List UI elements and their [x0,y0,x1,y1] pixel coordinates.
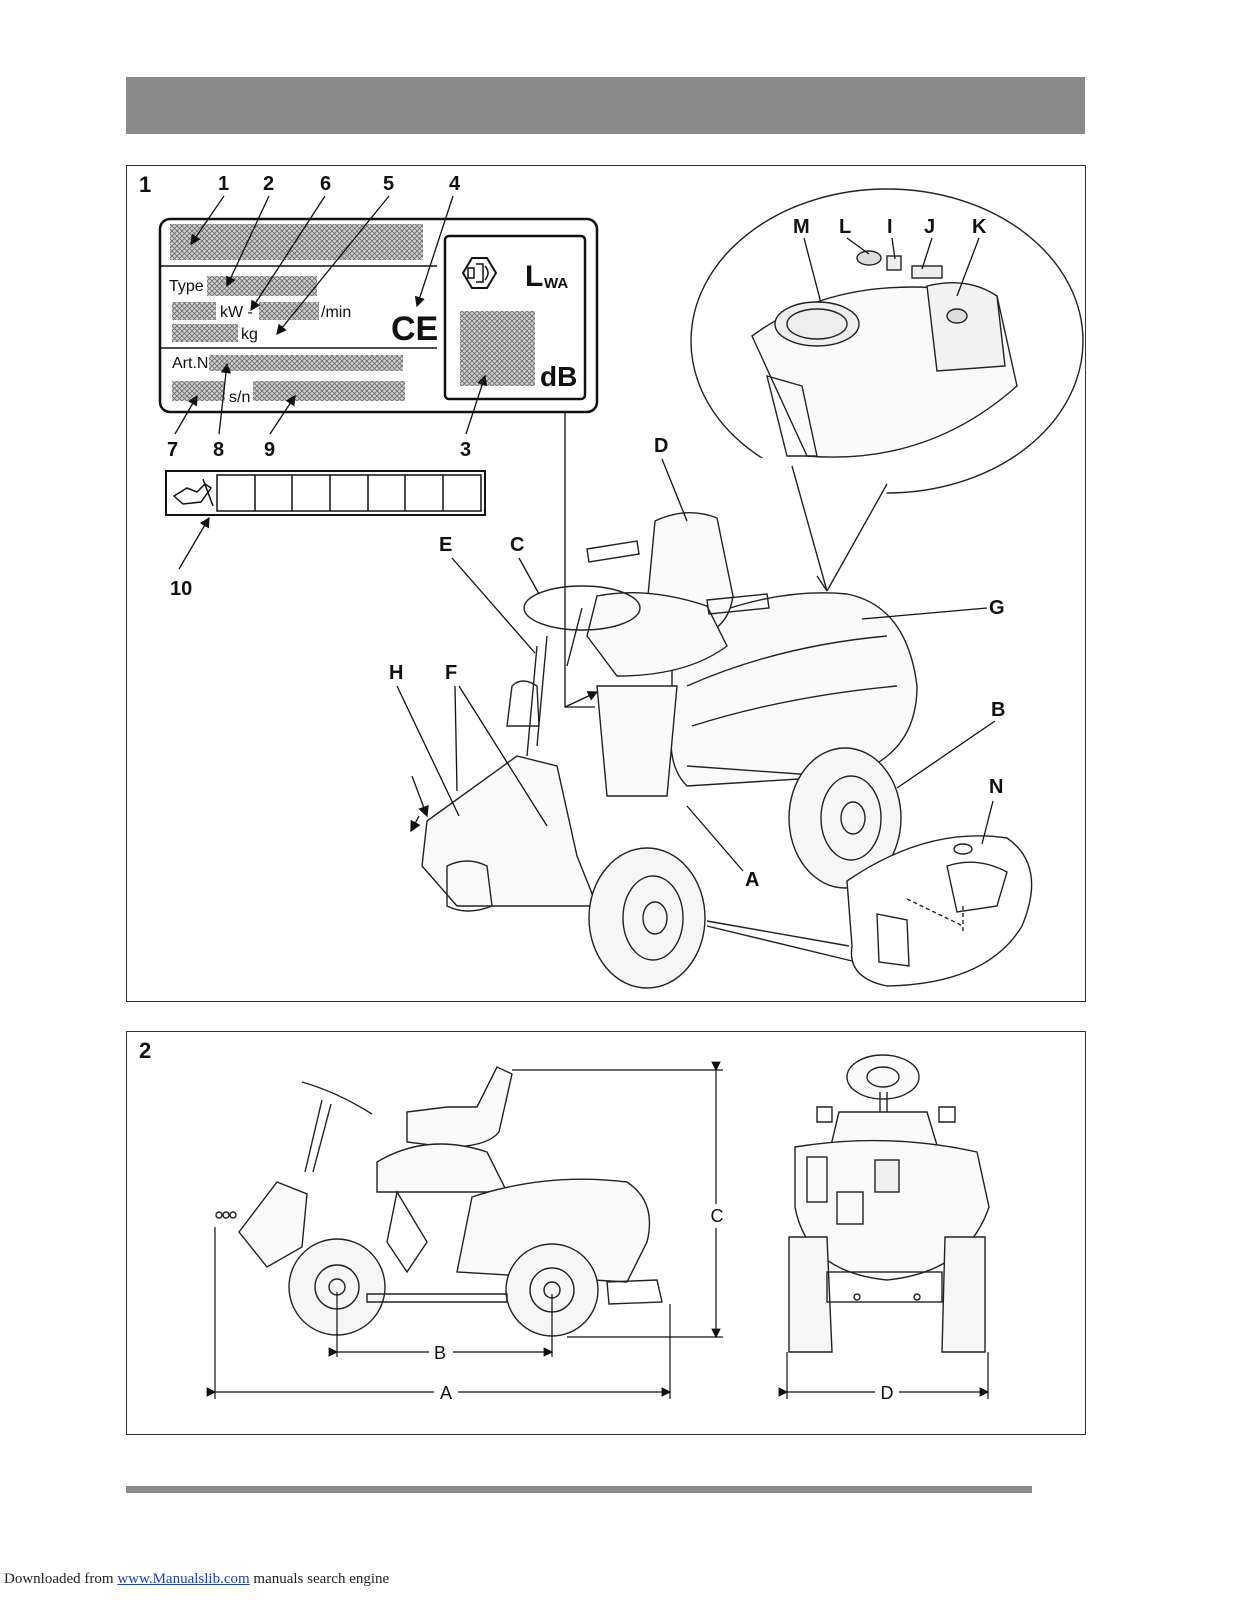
callout-3: 3 [460,439,471,461]
figure-1-illustration: Type kW - /min kg CE Art.N. s/n L WA [158,173,1084,989]
callout-M: M [793,216,810,238]
callout-B: B [991,699,1005,721]
callout-5: 5 [383,173,394,195]
engine-callout-leaders [803,237,980,304]
hitch-detail-callout [706,835,1033,987]
kw-label: kW - [220,304,253,321]
dim-D-label: D [881,1383,894,1403]
serial-record-strip [165,470,486,516]
callout-N: N [989,776,1003,798]
sound-power-icon [461,257,498,289]
callout-7: 7 [167,439,178,461]
dim-B-label: B [434,1343,446,1363]
callout-4: 4 [449,173,461,195]
figure-2-panel: 2 [126,1031,1086,1435]
noise-level-box: L WA dB [443,234,587,401]
download-footer: Downloaded from www.Manualslib.com manua… [4,1571,389,1588]
front-view-illustration [788,1054,990,1353]
plate-callouts: 1 2 6 5 4 7 8 9 3 10 [167,173,488,600]
art-n-label: Art.N. [172,355,213,372]
sn-label: s/n [229,389,250,406]
callout-9: 9 [264,439,275,461]
callout-A: A [745,869,759,891]
manualslib-link[interactable]: www.Manualslib.com [117,1571,250,1587]
kg-label: kg [241,326,258,343]
engine-detail-callout [690,188,1084,592]
callout-D: D [654,435,668,457]
figure-2-dimensions: B A C D [206,1054,990,1403]
figure-number: 2 [139,1038,152,1063]
lwa-label: L [525,260,543,293]
footer-suffix: manuals search engine [249,1571,390,1587]
callout-G: G [989,597,1005,619]
callout-I: I [887,216,893,238]
ride-on-mower-illustration [410,511,918,989]
rpm-label: /min [321,304,351,321]
callout-10: 10 [170,578,192,600]
callout-F: F [445,662,457,684]
side-view-illustration [215,1066,663,1337]
header-bar [126,77,1085,134]
component-callouts: M L I J K D E C G H F B N A [389,216,1005,891]
callout-E: E [439,534,452,556]
ce-mark: CE [391,310,438,348]
db-label: dB [540,361,577,392]
footer-prefix: Downloaded from [4,1571,118,1587]
callout-K: K [972,216,987,238]
footer-bar [126,1486,1032,1493]
lwa-subscript: WA [544,275,568,292]
figure-number: 1 [139,172,152,197]
rating-plate: Type kW - /min kg CE Art.N. s/n L WA [158,217,599,414]
callout-J: J [924,216,935,238]
callout-2: 2 [263,173,274,195]
type-label: Type [169,278,204,295]
callout-1: 1 [218,173,229,195]
callout-8: 8 [213,439,224,461]
component-leaders [396,458,996,872]
callout-6: 6 [320,173,331,195]
callout-H: H [389,662,403,684]
callout-L: L [839,216,851,238]
dim-A-label: A [440,1383,452,1403]
dim-C-label: C [711,1206,724,1226]
writing-hand-icon [172,478,214,507]
callout-C: C [510,534,524,556]
figure-1-panel: 1 Type kW - /min kg CE Art.N. [126,165,1086,1002]
